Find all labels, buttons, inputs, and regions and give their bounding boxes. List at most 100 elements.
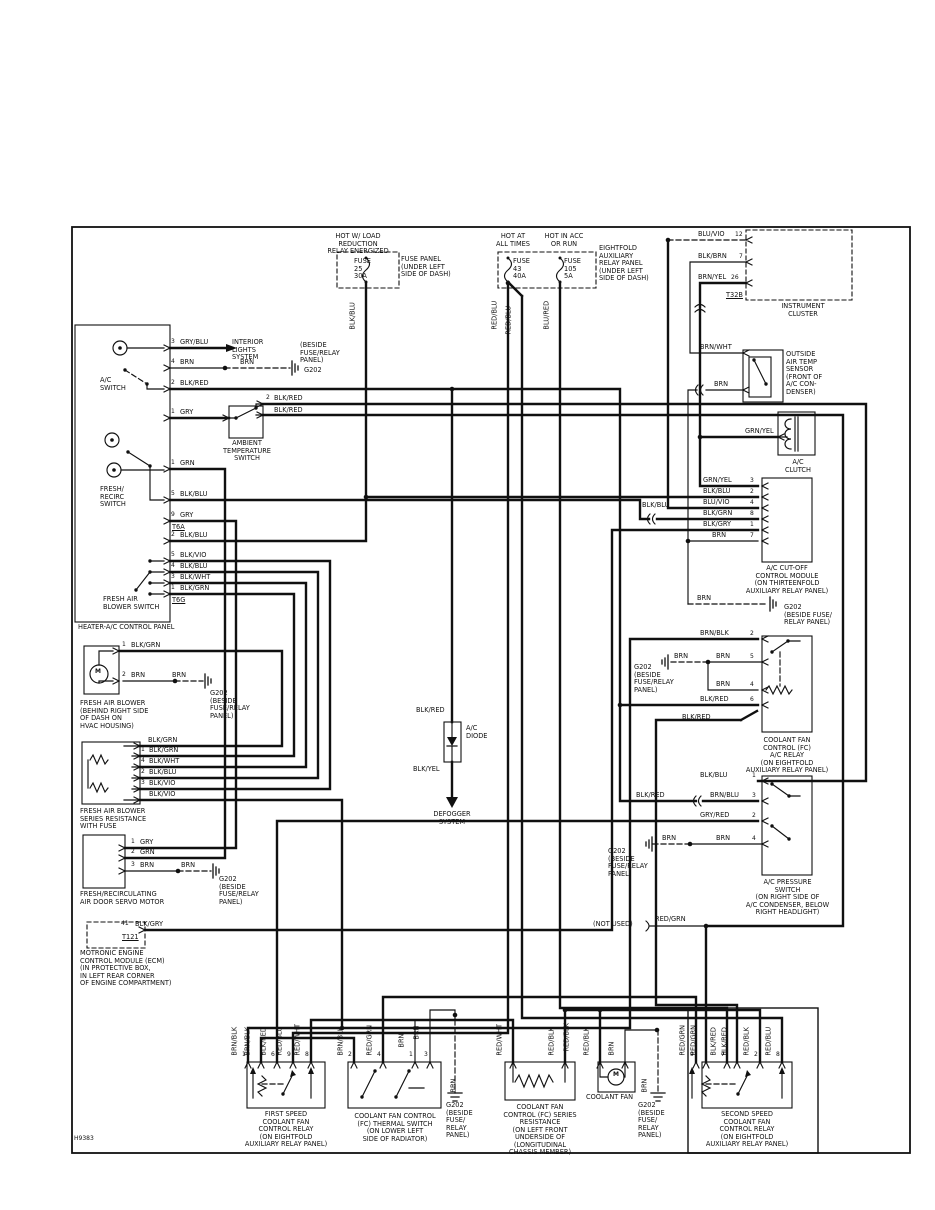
pin-3: 3	[750, 477, 754, 484]
caption-outside-air-temp: OUTSIDE AIR TEMP SENSOR (FRONT OF A/C CO…	[786, 350, 823, 396]
wire-left-nets	[118, 346, 344, 1030]
wire-label-grn-fr: GRN	[180, 459, 195, 467]
fuse-25-label: FUSE 25 30A	[354, 257, 371, 281]
caption-second-speed-relay: SECOND SPEED COOLANT FAN CONTROL RELAY (…	[705, 1110, 789, 1149]
wire-label-brn-ps4: BRN	[716, 834, 731, 842]
pin-3-t: 3	[424, 1051, 428, 1058]
wire-label-red-blu-a: RED/BLU	[275, 1026, 284, 1056]
wire-ambient-outputs	[261, 402, 868, 1064]
wire-label-brn-fc-gnd: BRN	[674, 652, 689, 660]
caption-hot-w-load: HOT W/ LOAD REDUCTION RELAY ENERGIZED	[327, 232, 389, 256]
pin-4: 4	[750, 499, 754, 506]
connector-t6g: T6G	[172, 596, 186, 604]
wires-thin	[122, 261, 763, 1063]
pin-9-a: 9	[287, 1051, 291, 1058]
wire-label-blu-red: BLU/RED	[542, 300, 551, 330]
wire-label-blk-grn-m: BLK/GRN	[703, 509, 733, 517]
pin-4-p: 4	[171, 358, 175, 365]
wire-label-grn-yel: GRN/YEL	[703, 476, 732, 484]
wire-label-red-blk-c2: RED/BLK	[562, 1023, 571, 1052]
wire-label-blk-blu-fr2: BLK/BLU	[180, 531, 208, 539]
instrument-cluster-box	[745, 229, 853, 301]
pin-1-bs: 1	[171, 584, 175, 591]
figure-id: H9383	[74, 1135, 94, 1142]
fc-ac-relay-box	[761, 635, 813, 733]
wire-label-brn-t3: BRN	[412, 1025, 421, 1040]
wire-trunks	[168, 280, 784, 1064]
coolant-fan-box	[597, 1061, 636, 1093]
pin-5-fr: 5	[171, 490, 175, 497]
wire-label-blk-red-amb2: BLK/RED	[274, 406, 303, 414]
wire-label-brn-sensor: BRN	[714, 380, 729, 388]
pin-7: 7	[739, 253, 743, 260]
caption-hot-in-acc: HOT IN ACC OR RUN	[544, 232, 584, 248]
resistor-icon	[512, 1061, 566, 1089]
ground-icon	[447, 1092, 463, 1102]
caption-ac-pressure-switch: A/C PRESSURE SWITCH (ON RIGHT SIDE OF A/…	[745, 878, 830, 917]
relay-internals	[252, 1071, 783, 1099]
wire-bottom-nets	[246, 637, 762, 1064]
caption-instrument-cluster: INSTRUMENT CLUSTER	[781, 302, 825, 318]
ambient-temp-switch-box	[228, 405, 264, 439]
pin-7-e: 7	[721, 1051, 725, 1058]
switch-icon	[120, 347, 801, 1098]
wire-label-red-wht-a: RED/WHT	[293, 1024, 302, 1056]
motor-icon	[599, 1061, 626, 1086]
wire-label-blk-grn-r: BLK/GRN	[149, 746, 179, 754]
resistor-icon	[87, 745, 141, 801]
first-speed-relay-box	[246, 1061, 326, 1109]
wire-label-blk-vio-r: BLK/VIO	[149, 779, 176, 787]
wire-label-gry-red-ps: GRY/RED	[700, 811, 730, 819]
pin-2-amb: 2	[266, 394, 270, 401]
wire-label-brn-sv: BRN	[140, 861, 155, 869]
wire-label-gry-fr: GRY	[180, 511, 194, 519]
wire-label-gry-p: GRY	[180, 408, 194, 416]
ground-g202-ps: G202 (BESIDE FUSE/RELAY PANEL)	[608, 847, 648, 878]
fuse-105-label: FUSE 105 5A	[564, 257, 581, 281]
series-resistance-box	[504, 1061, 576, 1101]
wire-label-red-grn-t: RED/GRN	[365, 1024, 374, 1056]
wire-label-blk-grn-r0: BLK/GRN	[148, 736, 178, 744]
pin-1-ps: 1	[752, 772, 756, 779]
component-symbols	[87, 256, 801, 1099]
caption-eightfold-panel: EIGHTFOLD AUXILIARY RELAY PANEL (UNDER L…	[599, 244, 649, 283]
pin-2-bl: 2	[122, 671, 126, 678]
pin-2-r: 2	[141, 768, 145, 775]
wire-label-brn-bl2: BRN	[172, 671, 187, 679]
wire-label-blk-red-p: BLK/RED	[180, 379, 209, 387]
coil-icon	[777, 416, 799, 452]
ground-icon	[650, 1092, 666, 1102]
eightfold-fuse-box	[497, 251, 597, 289]
wire-label-blk-red-fc: BLK/RED	[700, 695, 729, 703]
caption-fc-ac-relay: COOLANT FAN CONTROL (FC) A/C RELAY (ON E…	[745, 736, 829, 775]
break-connectors	[645, 303, 706, 932]
motor-icon	[89, 650, 114, 684]
pin-2-e: 2	[754, 1051, 758, 1058]
wire-label-brn-sv2: BRN	[181, 861, 196, 869]
pin-2-fc: 2	[750, 630, 754, 637]
pin-4-fc: 4	[750, 681, 754, 688]
pin-1-r: 1	[141, 746, 145, 753]
caption-hot-at-all-times: HOT AT ALL TIMES	[496, 232, 530, 248]
pin-8: 8	[750, 510, 754, 517]
pin-3-p: 3	[171, 338, 175, 345]
heater-ac-control-panel-box	[74, 324, 171, 623]
wire-label-brn-blu-ps: BRN/BLU	[710, 791, 739, 799]
caption-fuse-panel: FUSE PANEL (UNDER LEFT SIDE OF DASH)	[401, 255, 451, 279]
pin-4-ps: 4	[752, 835, 756, 842]
wire-label-blk-gry-ecm: BLK/GRY	[135, 920, 164, 928]
pin-8-a: 8	[305, 1051, 309, 1058]
label-not-used: (NOT USED)	[593, 920, 633, 928]
pin-3-r: 3	[141, 779, 145, 786]
pin-3-bs: 3	[171, 573, 175, 580]
wire-label-brn-tg: BRN	[449, 1078, 458, 1093]
servo-motor-box	[82, 834, 126, 889]
indicator-lamp-icon	[112, 340, 128, 356]
pin-1-bl: 1	[122, 641, 126, 648]
wire-label-brn-p: BRN	[180, 358, 195, 366]
pin-5-bs: 5	[171, 551, 175, 558]
pin-1-a: 1	[242, 1051, 246, 1058]
caption-fresh-recirc: FRESH/ RECIRC SWITCH	[100, 485, 126, 509]
caption-series-resistance: COOLANT FAN CONTROL (FC) SERIES RESISTAN…	[503, 1103, 577, 1157]
